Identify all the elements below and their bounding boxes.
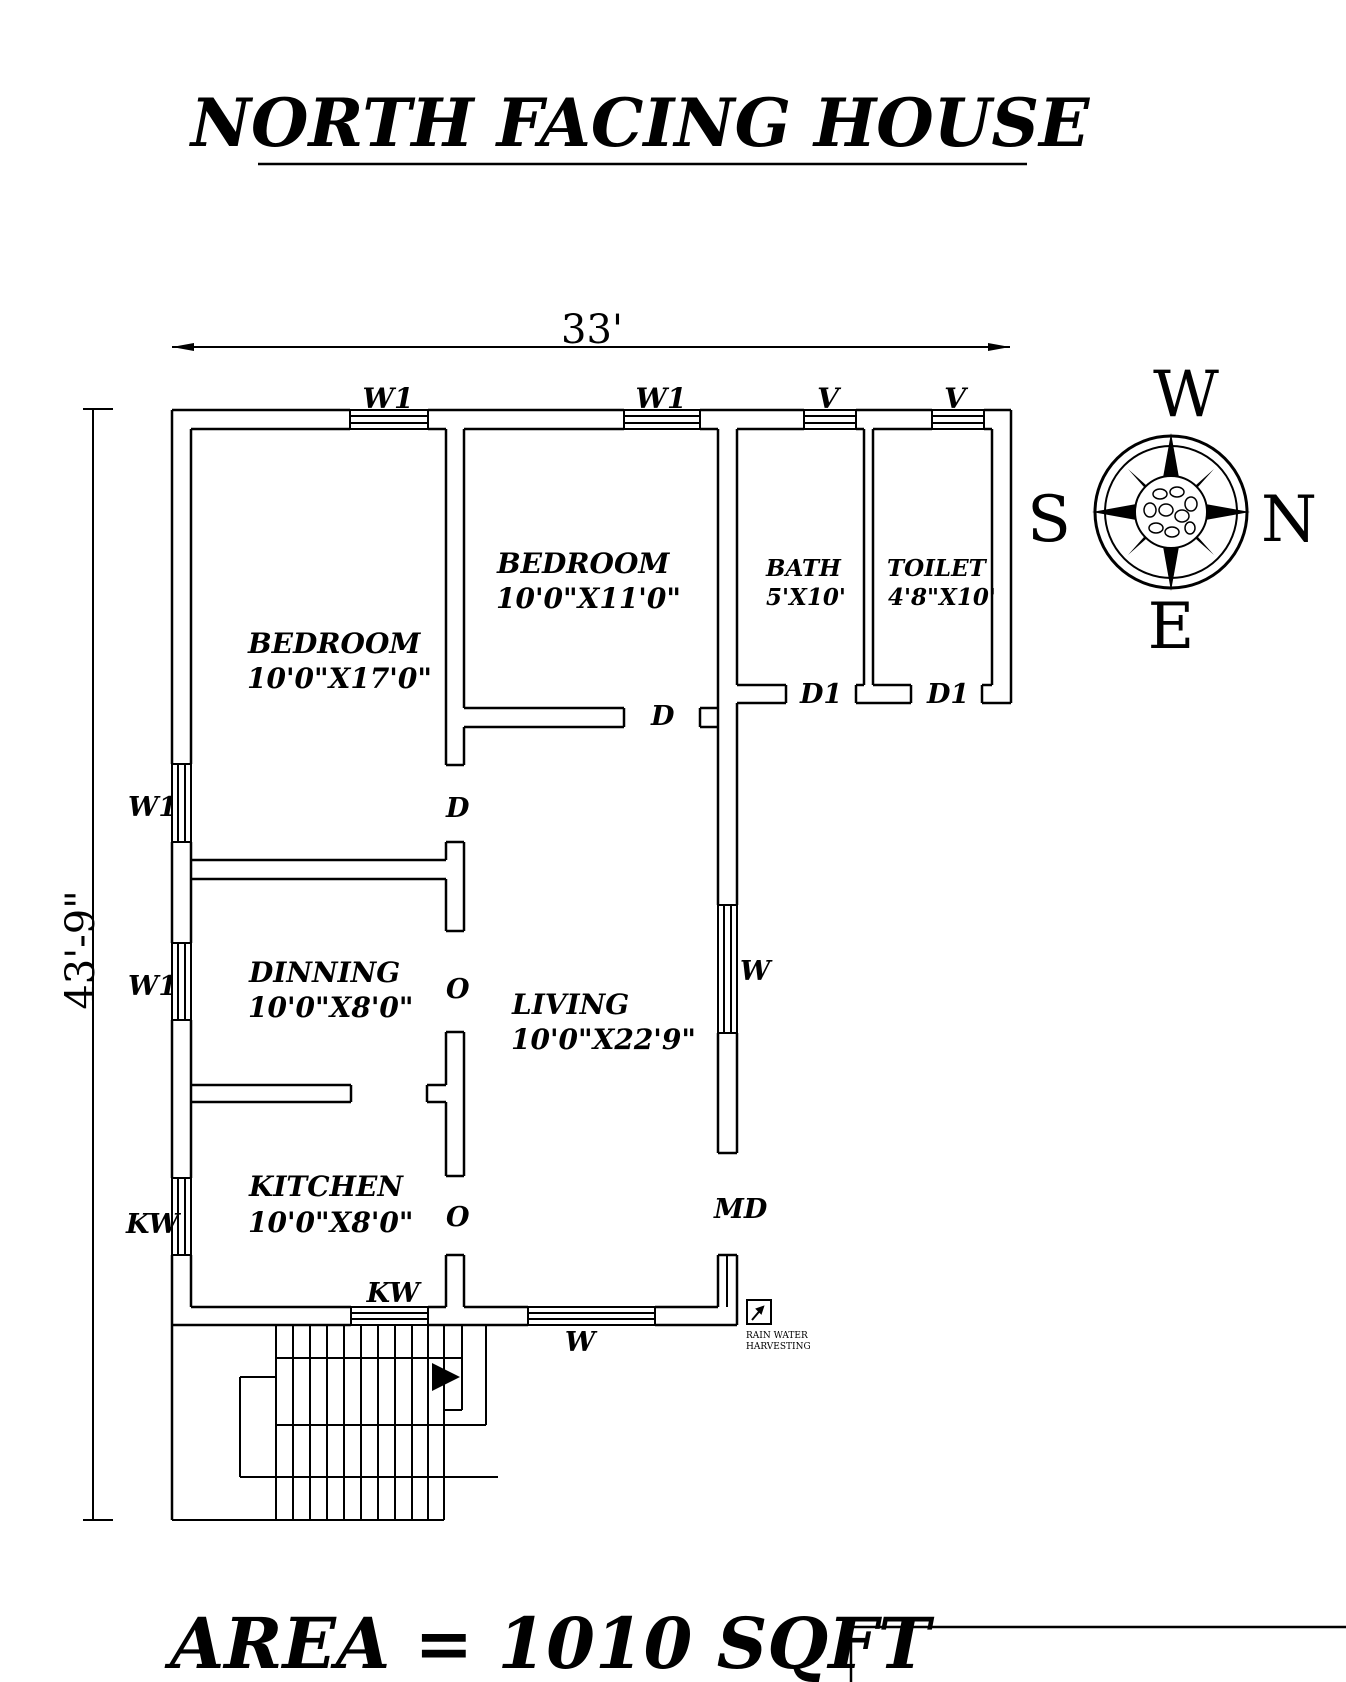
- v-toilet-label: V: [944, 382, 969, 415]
- depth-dimension-label: 43'-9": [58, 890, 104, 1009]
- toilet-name: TOILET: [887, 555, 988, 582]
- bath-name: BATH: [765, 555, 842, 582]
- title-block-frame: [849, 1625, 1346, 1682]
- bath-size: 5'X10': [766, 584, 846, 611]
- staircase: [171, 1325, 498, 1521]
- bedroom2-name: BEDROOM: [496, 547, 670, 580]
- d-bedroom1-label: D: [445, 793, 470, 824]
- toilet-size: 4'8"X10': [888, 584, 996, 611]
- living-size: 10'0"X22'9": [511, 1023, 696, 1056]
- d-bedroom2-label: D: [650, 701, 675, 732]
- area-label: AREA = 1010 SQFT: [164, 1602, 935, 1682]
- opening-labels: W1 W1 V V W1 W1 KW KW W W D D D1 D1 O O …: [125, 382, 969, 1358]
- dinning-name: DINNING: [248, 956, 400, 989]
- w-bottom-label: W: [565, 1327, 598, 1358]
- window-openings: [170, 408, 985, 1328]
- w1-left-lower-label: W1: [128, 971, 177, 1002]
- bedroom1-name: BEDROOM: [247, 627, 421, 660]
- width-dimension-label: 33': [561, 307, 623, 353]
- o-kitchen-label: O: [446, 1202, 470, 1233]
- kitchen-size: 10'0"X8'0": [248, 1206, 413, 1239]
- bedroom2-size: 10'0"X11'0": [496, 582, 681, 615]
- w1-top-right-label: W1: [636, 382, 687, 415]
- room-labels: BEDROOM 10'0"X17'0" BEDROOM 10'0"X11'0" …: [247, 547, 996, 1239]
- w1-left-upper-label: W1: [128, 792, 177, 823]
- rain-water-harvesting-symbol: [746, 1299, 772, 1325]
- compass-south-label: S: [1027, 483, 1071, 557]
- d1-bath-label: D1: [799, 679, 842, 710]
- living-name: LIVING: [511, 988, 629, 1021]
- o-dinning-label: O: [446, 974, 470, 1005]
- compass-west-label: W: [1153, 358, 1219, 432]
- w1-top-left-label: W1: [363, 382, 414, 415]
- rain-water-line2: HARVESTING: [746, 1342, 811, 1352]
- depth-dimension: [83, 408, 113, 1521]
- bedroom1-size: 10'0"X17'0": [247, 662, 432, 695]
- d1-toilet-label: D1: [926, 679, 969, 710]
- compass-east-label: E: [1148, 590, 1195, 664]
- v-bath-label: V: [817, 382, 842, 415]
- dinning-size: 10'0"X8'0": [248, 991, 413, 1024]
- kitchen-name: KITCHEN: [248, 1170, 404, 1203]
- rain-water-line1: RAIN WATER: [746, 1331, 808, 1341]
- plan-title: NORTH FACING HOUSE: [189, 84, 1091, 162]
- compass-north-label: N: [1261, 483, 1317, 557]
- kw-left-label: KW: [125, 1209, 182, 1240]
- width-dimension: [172, 343, 1010, 351]
- w-right-label: W: [740, 956, 773, 987]
- kw-bottom-label: KW: [366, 1278, 423, 1309]
- md-label: MD: [713, 1194, 768, 1225]
- compass-rose-icon: [1092, 433, 1250, 591]
